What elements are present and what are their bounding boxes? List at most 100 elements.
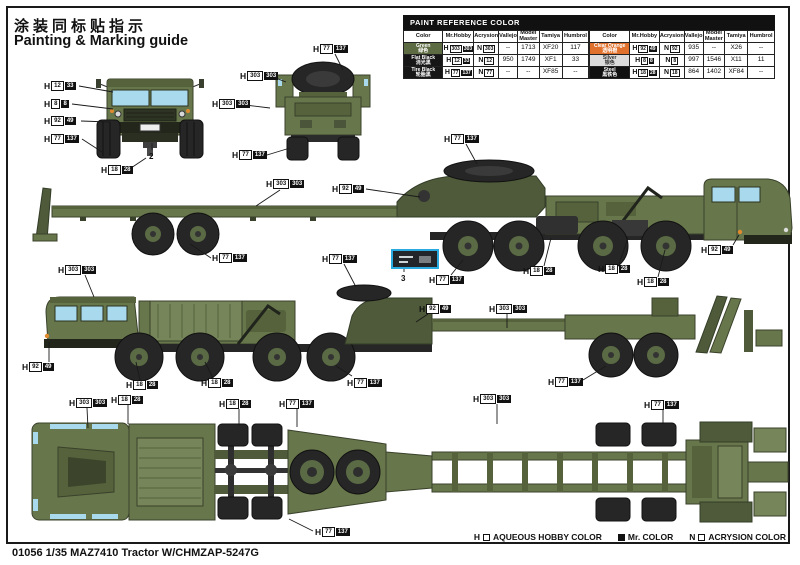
tow-hitch <box>143 142 157 148</box>
kit-number-title: 01056 1/35 MAZ7410 Tractor W/CHMZAP-5247… <box>12 547 259 559</box>
paint-number-cell: X11 <box>724 54 749 68</box>
paint-number-cell: -- <box>747 66 775 80</box>
paint-number-cell: 950 <box>498 54 518 68</box>
legend-item: N ACRYSION COLOR <box>689 532 786 542</box>
open-box-icon <box>482 533 490 541</box>
paint-number-cell: -- <box>516 66 540 80</box>
paint-number-cell: 11 <box>747 54 775 68</box>
folded-ramp <box>695 295 728 354</box>
turn-signal <box>110 109 114 113</box>
trailer-tire-top <box>595 422 631 447</box>
figure-number-2: 2 <box>149 152 154 161</box>
paint-number-cell: -- <box>498 66 518 80</box>
gooseneck <box>396 175 546 218</box>
legend-prefix: N <box>689 532 696 542</box>
paint-number-cell: XF1 <box>538 54 563 68</box>
grille <box>123 108 177 122</box>
paint-table-column-header: Acrysion <box>473 29 500 44</box>
paint-table-title: PAINT REFERENCE COLOR <box>403 15 775 30</box>
rear-wheel <box>286 136 309 161</box>
tractor-wheels <box>114 332 356 382</box>
legend-item: H AQUEOUS HOBBY COLOR <box>474 532 602 542</box>
legend-label: ACRYSION COLOR <box>708 532 786 542</box>
side-view-tractor-left <box>44 284 783 382</box>
paint-number-cell: -- <box>747 42 775 56</box>
paint-number-cell: 997 <box>683 54 704 68</box>
fuel-tank <box>536 216 578 234</box>
tractor-rear-view <box>275 61 371 161</box>
gooseneck-spare-tire <box>336 284 392 302</box>
color-system-legend: H AQUEOUS HOBBY COLOR Mr. COLOR N ACRYSION C… <box>474 532 786 542</box>
legend-label: AQUEOUS HOBBY COLOR <box>492 532 602 542</box>
paint-table-column-header: Humbrol <box>561 29 590 44</box>
side-view-tractor-right <box>32 159 793 272</box>
trailer-ramp <box>35 187 52 241</box>
legend-label: Mr. COLOR <box>627 532 674 542</box>
tractor-wheels <box>442 220 692 272</box>
paint-table-column-header: Mr.Hobby <box>629 29 660 44</box>
headlight <box>114 110 122 118</box>
legend-prefix: H <box>473 532 480 542</box>
page-title-chinese: 涂装同标贴指示 <box>14 18 148 35</box>
paint-number-cell: X26 <box>724 42 749 56</box>
marker-light <box>737 229 743 235</box>
paint-number-cell: XF85 <box>538 66 563 80</box>
paint-table-column-header: Tamiya <box>724 29 749 44</box>
figure-number-3: 3 <box>401 274 406 283</box>
paint-table-column-header: Humbrol <box>747 29 775 44</box>
paint-number-cell: -- <box>561 66 590 80</box>
paint-table-column-header: Acrysion <box>658 29 685 44</box>
paint-table-column-header: Vallejo <box>683 29 704 44</box>
front-wheel <box>96 119 121 159</box>
paint-table-column-header: Vallejo <box>498 29 518 44</box>
tractor-front-view <box>96 78 204 159</box>
decal-detail-box <box>391 249 439 269</box>
plan-view <box>31 421 789 523</box>
paint-number-cell: 1402 <box>702 66 726 80</box>
